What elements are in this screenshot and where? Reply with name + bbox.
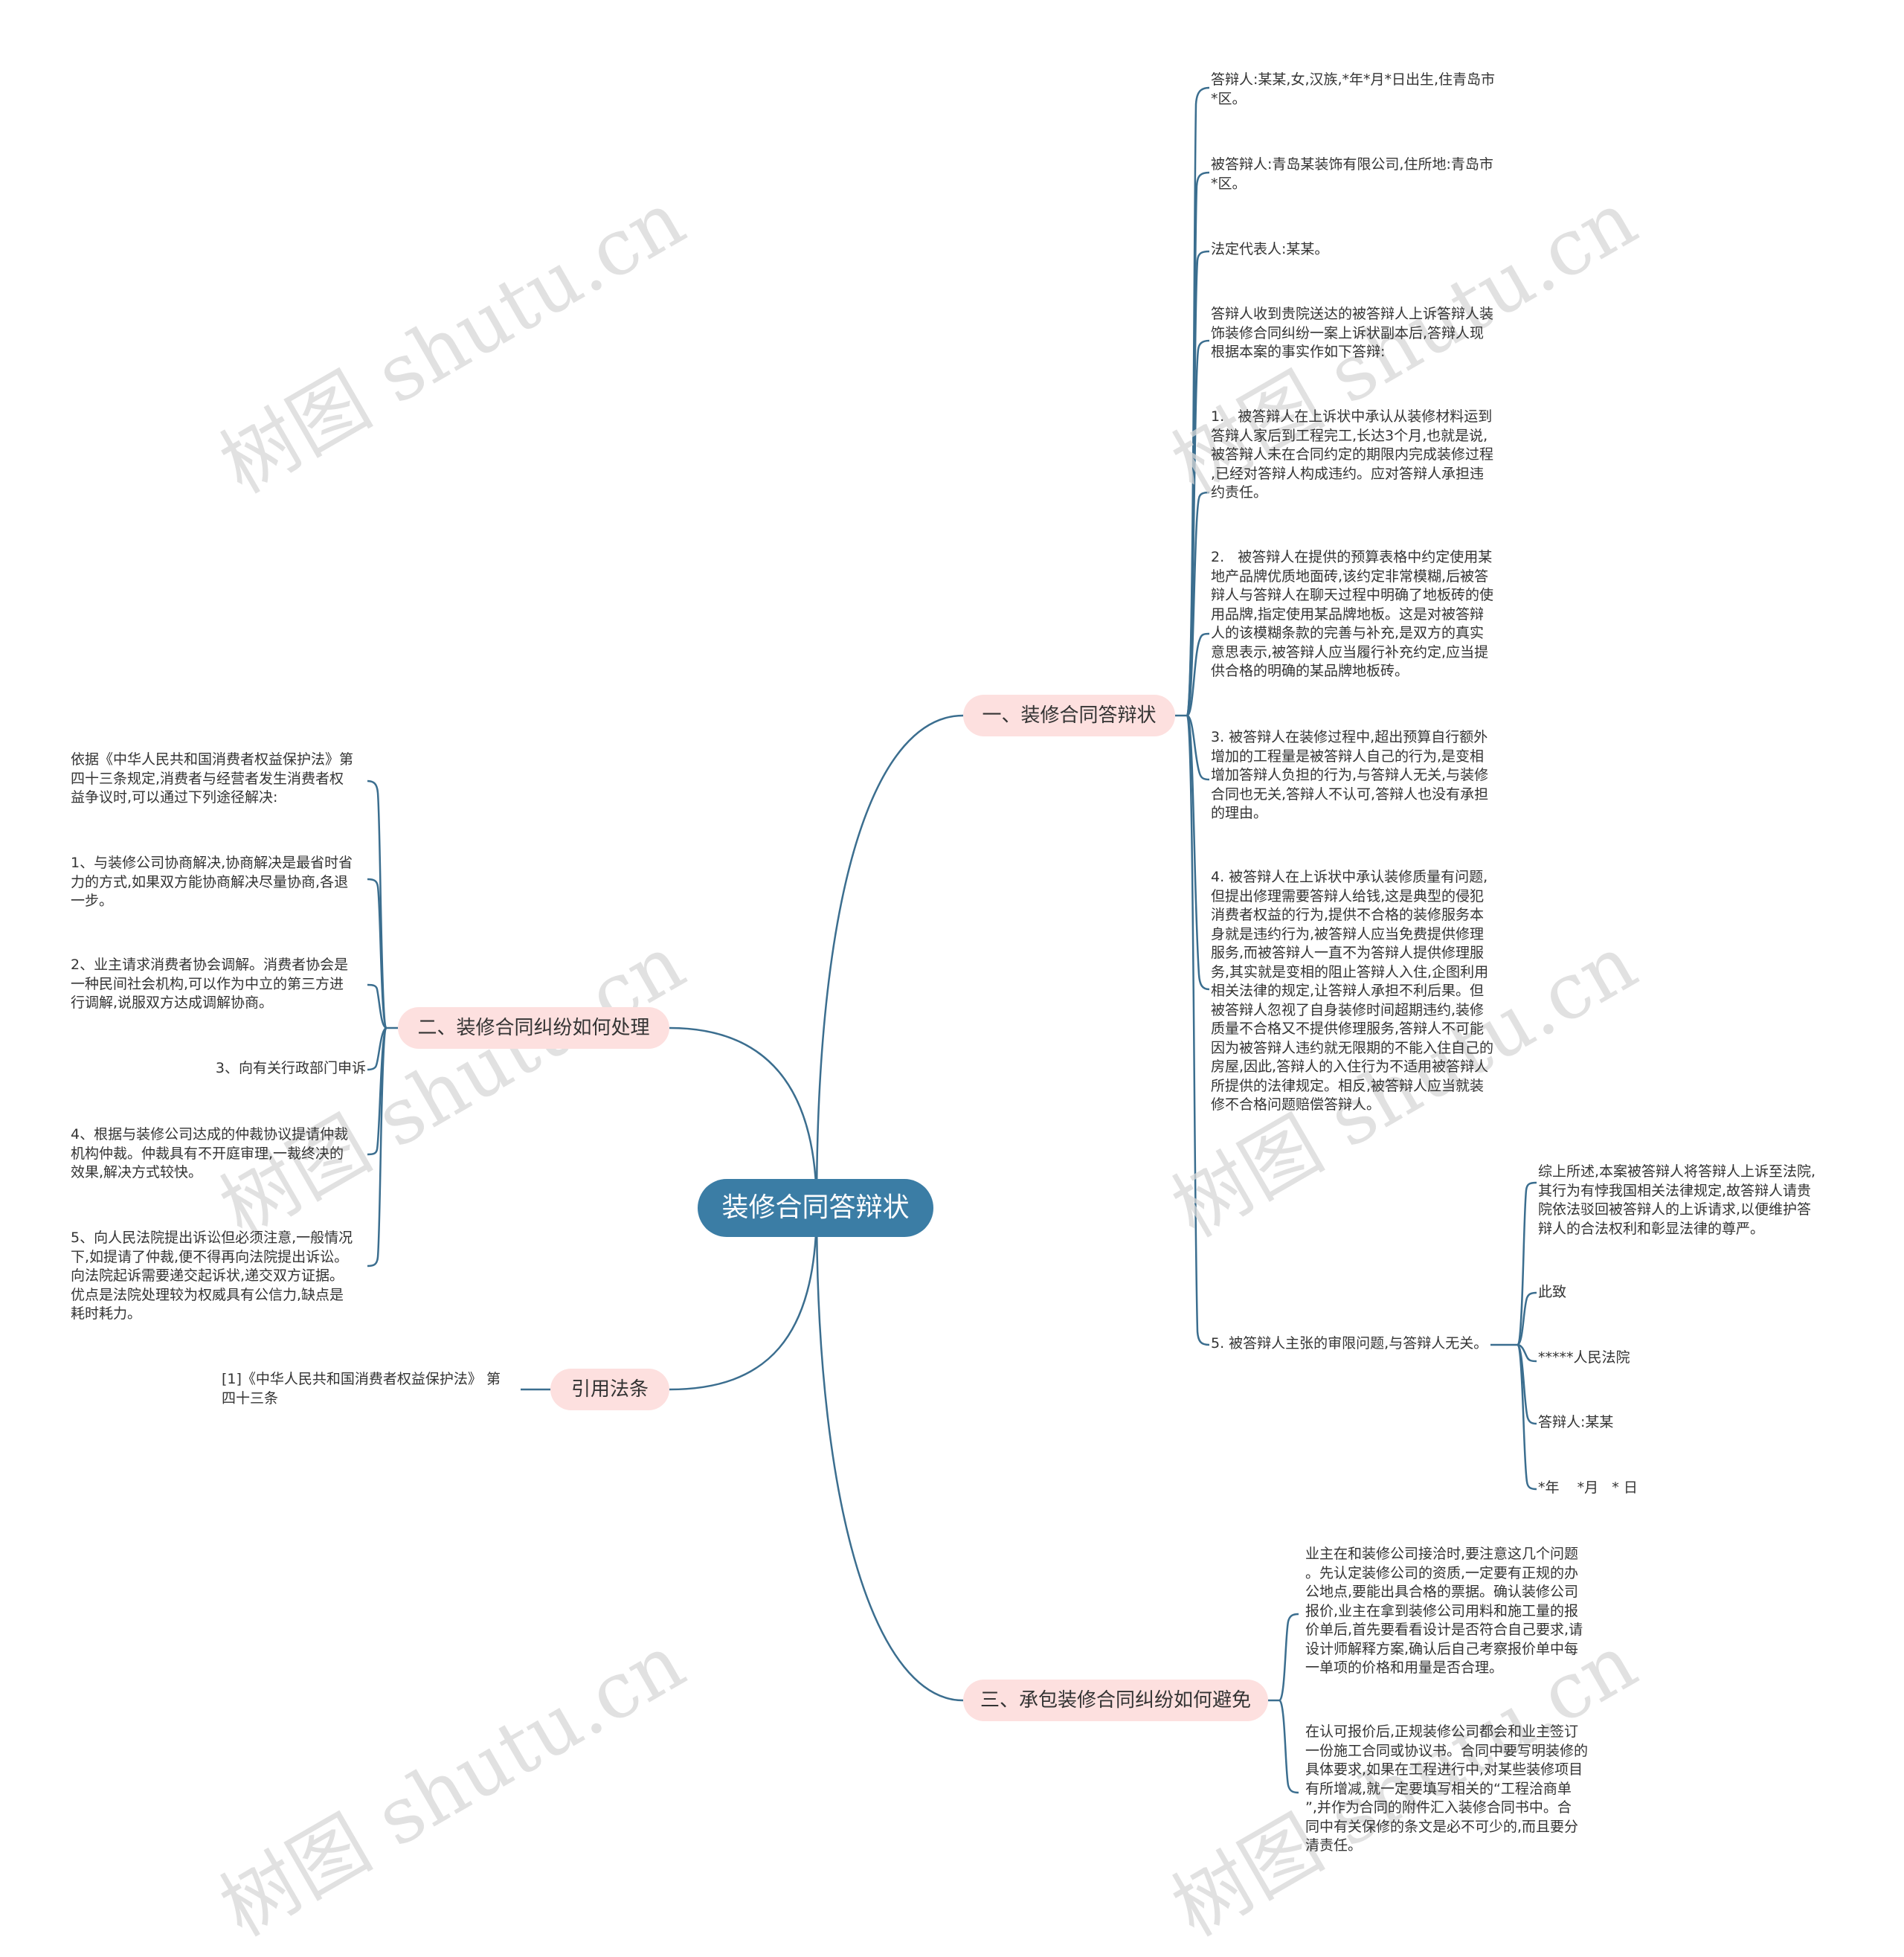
leaf-intro: 答辩人收到贵院送达的被答辩人上诉答辩人装 饰装修合同纠纷一案上诉状副本后,答辩人… bbox=[1211, 306, 1494, 360]
leaf-avoid-1: 业主在和装修公司接洽时,要注意这几个问题 。先认定装修公司的资质,一定要有正规的… bbox=[1305, 1546, 1583, 1676]
leaf-way-3: 3、向有关行政部门申诉 bbox=[215, 1060, 366, 1076]
leaf-respondent: 答辩人:某某,女,汉族,*年*月*日出生,住青岛市 *区。 bbox=[1211, 71, 1496, 107]
leaf-signature: 答辩人:某某 bbox=[1538, 1414, 1614, 1430]
leaf-court: *****人民法院 bbox=[1538, 1349, 1630, 1366]
root-node[interactable]: 装修合同答辩状 bbox=[698, 1179, 933, 1237]
link-root-b1 bbox=[815, 714, 964, 1209]
leaf-point-3: 3. 被答辩人在装修过程中,超出预算自行额外 增加的工程量是被答辩人自己的行为,… bbox=[1211, 729, 1489, 821]
branch-node-avoid[interactable]: 三、承包装修合同纠纷如何避免 bbox=[963, 1680, 1268, 1721]
branch-node-defense[interactable]: 一、装修合同答辩状 bbox=[963, 695, 1175, 736]
leaf-avoid-2: 在认可报价后,正规装修公司都会和业主签订 一份施工合同或协议书。合同中要写明装修… bbox=[1305, 1723, 1589, 1854]
leaf-appellee: 被答辩人:青岛某装饰有限公司,住所地:青岛市 *区。 bbox=[1211, 156, 1493, 192]
leaf-law-reference: [1]《中华人民共和国消费者权益保护法》 第 四十三条 bbox=[222, 1371, 501, 1407]
leaf-way-2: 2、业主请求消费者协会调解。消费者协会是 一种民间社会机构,可以作为中立的第三方… bbox=[71, 957, 349, 1011]
link-root-b2 bbox=[669, 1026, 818, 1209]
leaf-point-1: 1. 被答辩人在上诉状中承认从装修材料运到 答辩人家后到工程完工,长达3个月,也… bbox=[1211, 408, 1494, 501]
branch-node-handling[interactable]: 二、装修合同纠纷如何处理 bbox=[398, 1007, 669, 1049]
leaf-law-basis: 依据《中华人民共和国消费者权益保护法》第 四十三条规定,消费者与经营者发生消费者… bbox=[71, 751, 354, 806]
leaf-point-4: 4. 被答辩人在上诉状中承认装修质量有问题, 但提出修理需要答辩人给钱,这是典型… bbox=[1211, 869, 1494, 1113]
leaf-conclusion: 综上所述,本案被答辩人将答辩人上诉至法院, 其行为有悖我国相关法律规定,故答辩人… bbox=[1538, 1163, 1816, 1237]
link-root-b4 bbox=[815, 1207, 964, 1702]
leaf-point-2: 2. 被答辩人在提供的预算表格中约定使用某 地产品牌优质地面砖,该约定非常模糊,… bbox=[1211, 549, 1494, 679]
leaf-way-4: 4、根据与装修公司达成的仲裁协议提请仲裁 机构仲裁。仲裁具有不开庭审理,一裁终决… bbox=[71, 1126, 349, 1180]
leaf-way-5: 5、向人民法院提出诉讼但必须注意,一般情况 下,如提请了仲裁,便不得再向法院提出… bbox=[71, 1230, 353, 1322]
leaf-date: *年 *月 * 日 bbox=[1538, 1479, 1638, 1496]
leaf-way-1: 1、与装修公司协商解决,协商解决是最省时省 力的方式,如果双方能协商解决尽量协商… bbox=[71, 855, 353, 909]
link-root-b3 bbox=[669, 1207, 818, 1391]
leaf-regards: 此致 bbox=[1538, 1284, 1567, 1300]
branch-node-law[interactable]: 引用法条 bbox=[550, 1369, 669, 1410]
leaf-legal-rep: 法定代表人:某某。 bbox=[1211, 241, 1329, 257]
leaf-point-5: 5. 被答辩人主张的审限问题,与答辩人无关。 bbox=[1211, 1335, 1488, 1352]
